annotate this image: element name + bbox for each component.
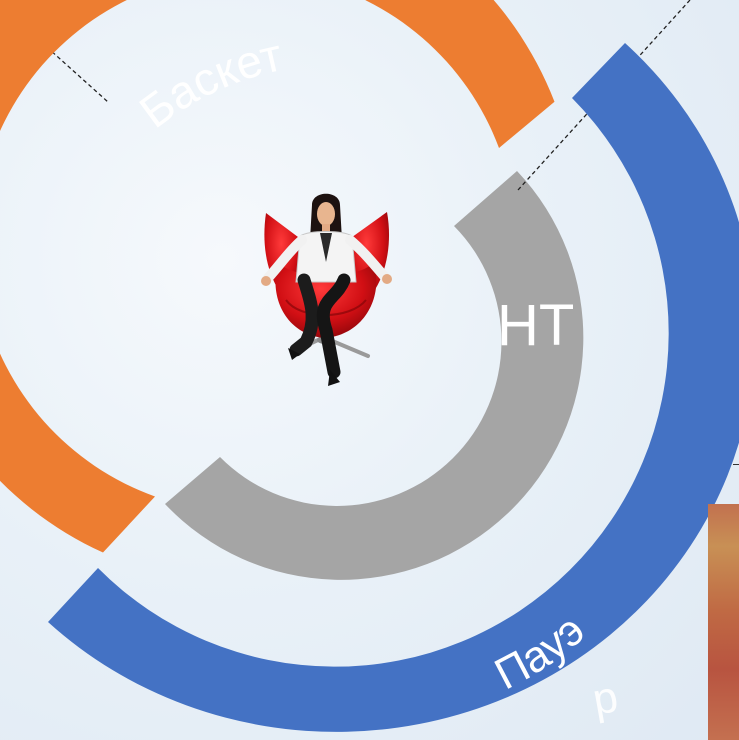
ring-label-blue-extra: р bbox=[589, 672, 622, 725]
side-photo-strip bbox=[708, 504, 739, 740]
ring-label-orange: Баскет bbox=[130, 28, 287, 138]
ring-label-gray: НТ bbox=[497, 293, 574, 358]
connector-line-right-tail bbox=[517, 179, 528, 191]
ring-segment-blue bbox=[48, 43, 739, 732]
businesswoman-in-red-chair-icon bbox=[261, 193, 392, 386]
ring-segment-orange bbox=[0, 0, 555, 553]
ring-segment-gray bbox=[165, 171, 584, 580]
side-divider-line bbox=[733, 464, 739, 465]
